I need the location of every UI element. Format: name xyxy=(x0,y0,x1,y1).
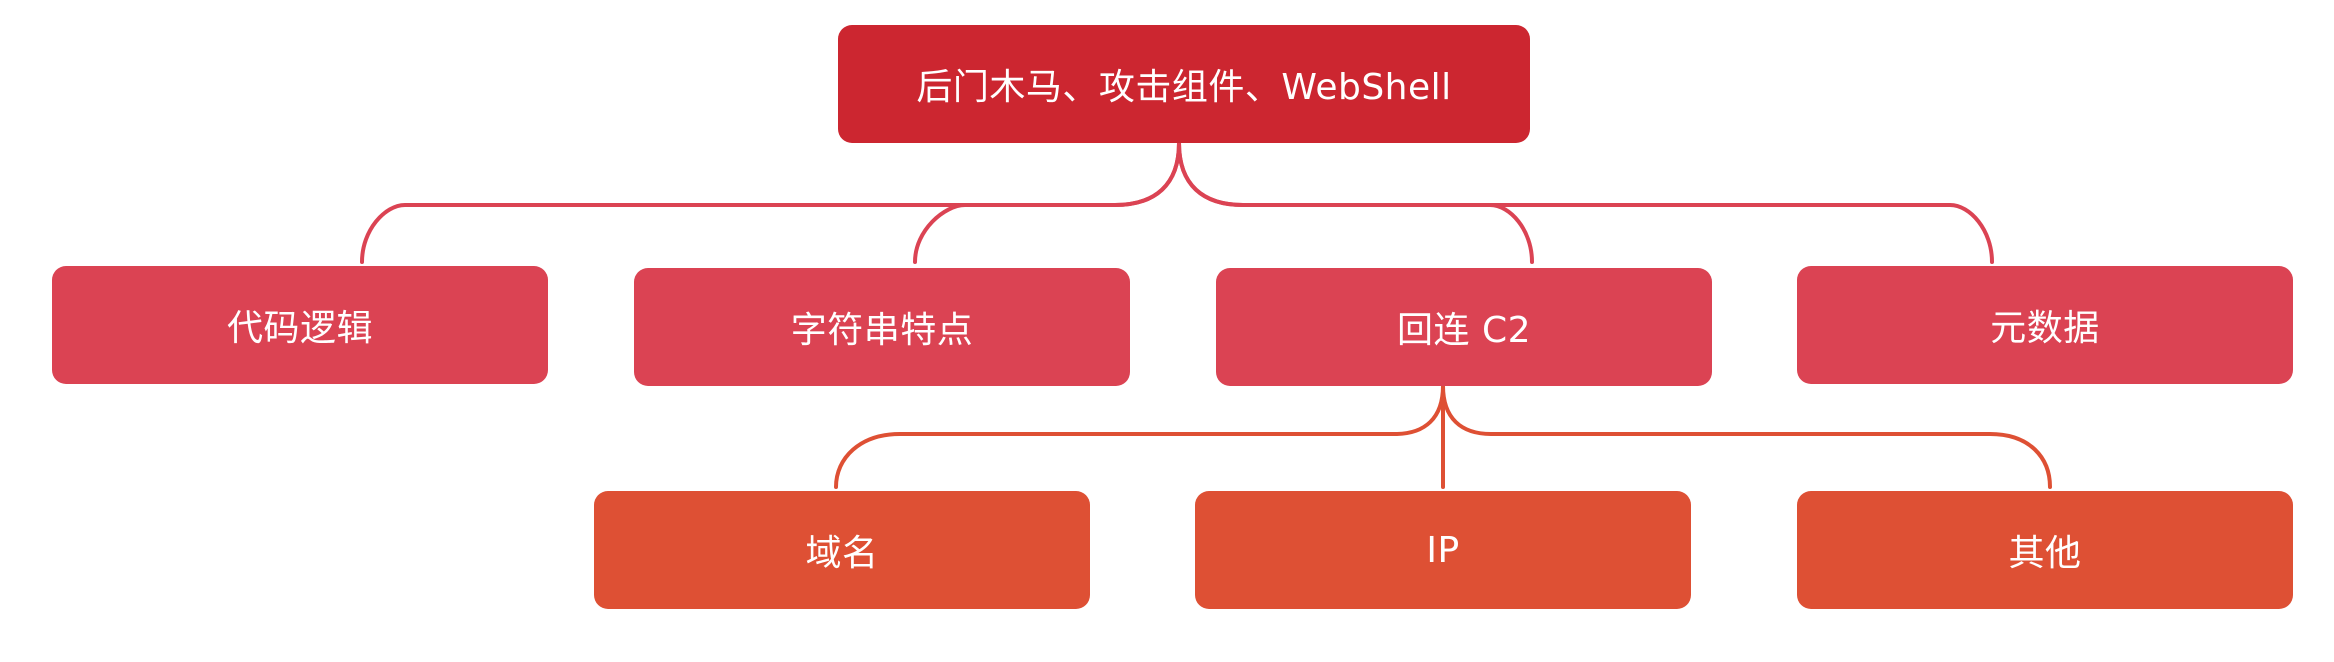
node-domain: 域名 xyxy=(594,491,1090,609)
connector-c2-to-domain xyxy=(834,384,1445,489)
connector-root-to-code-logic xyxy=(360,141,1181,264)
node-c2-callback-label: 回连 C2 xyxy=(1397,310,1531,351)
connector-root-to-metadata xyxy=(1177,141,1994,264)
node-metadata: 元数据 xyxy=(1797,266,2293,384)
node-ip-label: IP xyxy=(1426,529,1460,571)
node-metadata-label: 元数据 xyxy=(1990,308,2100,349)
node-code-logic: 代码逻辑 xyxy=(52,266,548,384)
node-ip: IP xyxy=(1195,491,1691,609)
connector-root-to-string-features xyxy=(913,141,1181,264)
node-domain-label: 域名 xyxy=(805,533,879,574)
node-string-features-label: 字符串特点 xyxy=(790,310,974,351)
node-string-features: 字符串特点 xyxy=(634,268,1130,386)
root-node: 后门木马、攻击组件、WebShell xyxy=(838,25,1530,143)
root-node-label: 后门木马、攻击组件、WebShell xyxy=(916,67,1452,108)
node-other-label: 其他 xyxy=(2008,533,2082,574)
node-other: 其他 xyxy=(1797,491,2293,609)
connector-c2-to-other xyxy=(1441,384,2052,489)
node-c2-callback: 回连 C2 xyxy=(1216,268,1712,386)
node-code-logic-label: 代码逻辑 xyxy=(226,308,373,349)
